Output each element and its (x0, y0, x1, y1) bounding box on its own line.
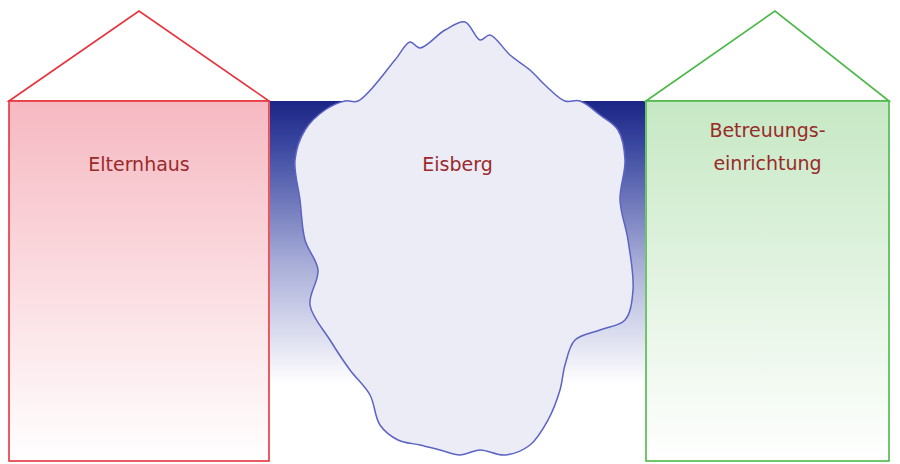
care-facility-house-shape (645, 10, 890, 462)
node-label: Elternhaus (88, 148, 190, 181)
text-group: Eisberg (270, 10, 645, 181)
house-body (9, 101, 269, 461)
iceberg-shape (270, 10, 645, 464)
node-label: Eisberg (422, 148, 492, 181)
parents-house-shape (8, 10, 270, 462)
iceberg-outline (295, 22, 633, 455)
node-label: Betreuungs- einrichtung (693, 114, 843, 180)
text-group: Betreuungs- einrichtung (645, 10, 890, 180)
iceberg: Eisberg (270, 10, 645, 464)
house-roof (9, 11, 269, 101)
house-body (646, 101, 889, 461)
text-group: Elternhaus (8, 10, 270, 181)
house-roof (646, 11, 889, 101)
care-facility-house: Betreuungs- einrichtung (645, 10, 890, 462)
parents-house: Elternhaus (8, 10, 270, 462)
